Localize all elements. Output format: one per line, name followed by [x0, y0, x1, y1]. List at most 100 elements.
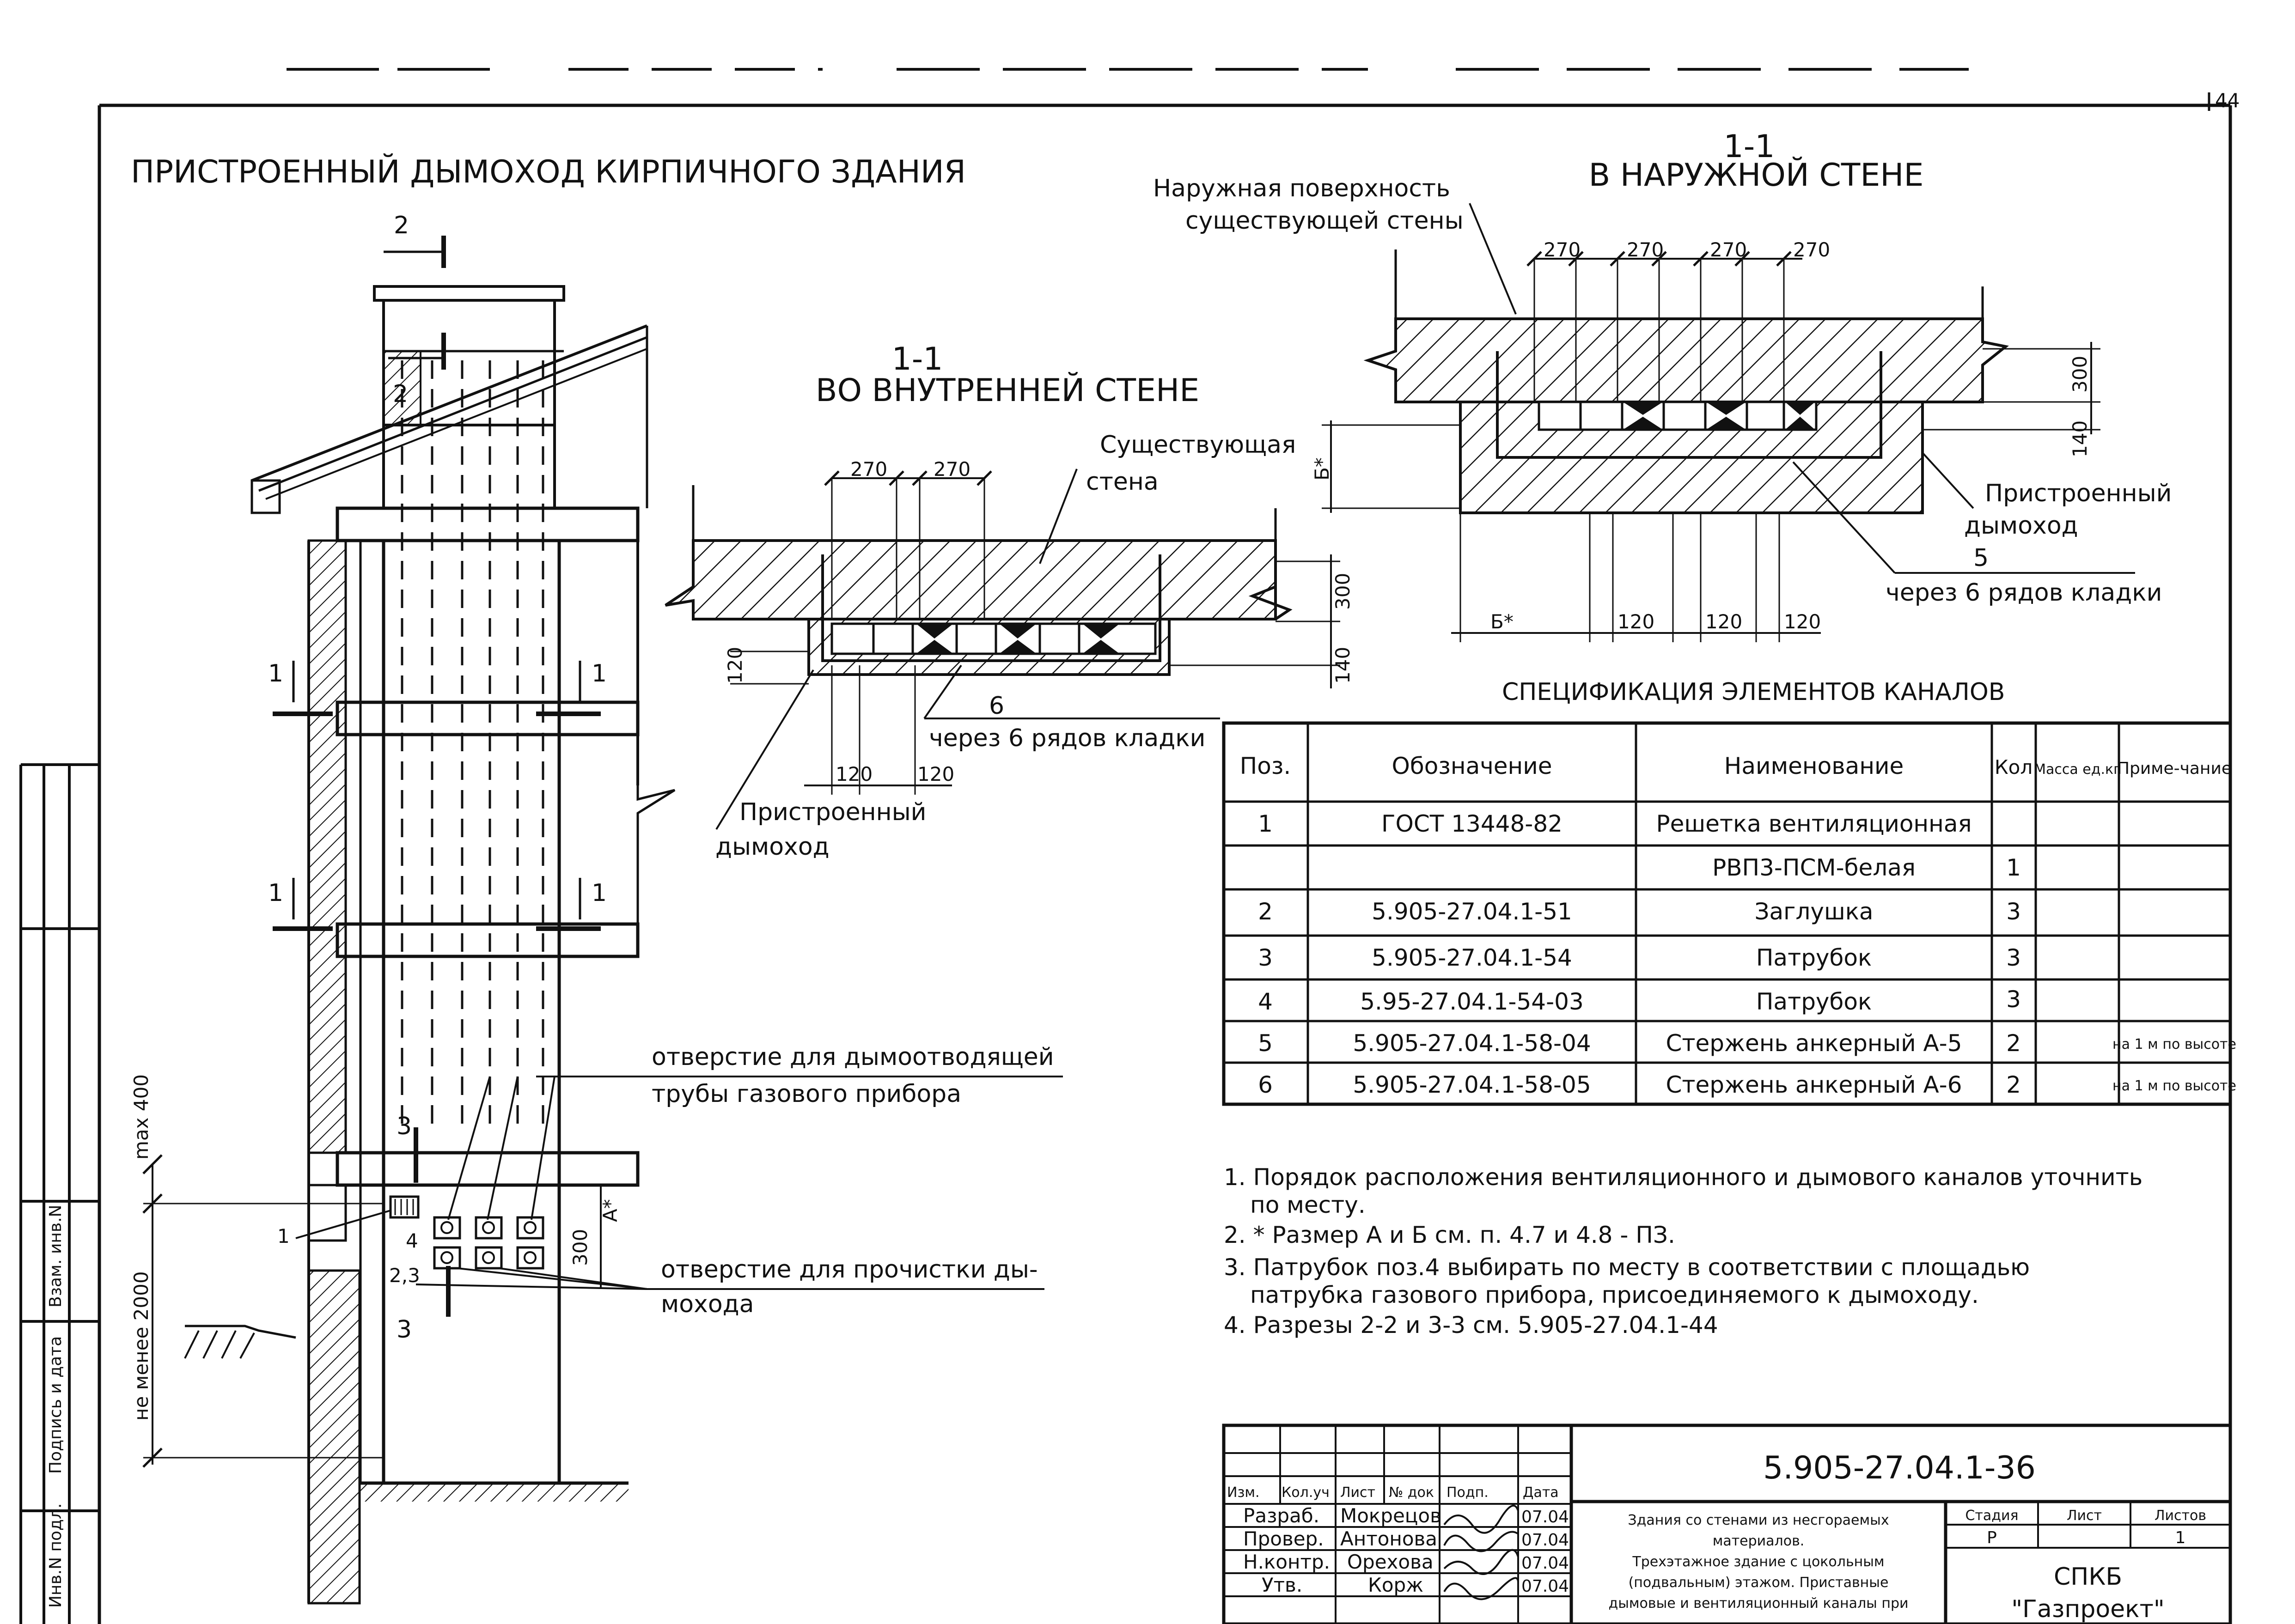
tb-h-podp: Подп. [1447, 1484, 1489, 1501]
roof-line [251, 324, 648, 482]
inner-label-6: 6 [989, 692, 1004, 720]
spec-r5-qty: 2 [2006, 1030, 2021, 1057]
spec-r3-qty: 3 [2006, 944, 2021, 971]
label-clean-hole-1: отверстие для прочистки ды- [661, 1256, 1038, 1283]
tb-sheet-label: Лист [2067, 1508, 2102, 1524]
spec-r2-qty: 3 [2006, 898, 2021, 925]
note-3a: 3. Патрубок поз.4 выбирать по месту в со… [1224, 1254, 2030, 1281]
tb-desc-2: Трехэтажное здание с цокольным [1632, 1554, 1884, 1570]
dim-A: А* [599, 1199, 622, 1222]
inner-dim-140: 140 [1331, 647, 1354, 684]
margin-inv-orig: Инв.N подл. [46, 1503, 65, 1608]
tb-sheets-value: 1 [2175, 1528, 2186, 1547]
tb-desc-4: дымовые и вентиляционный каналы при [1608, 1595, 1908, 1612]
outer-surface-1: Наружная поверхность [1153, 175, 1450, 202]
cut-3-top: 3 [397, 1113, 412, 1140]
outer-dim-B-side: Б* [1311, 457, 1333, 481]
spec-r2-code: 5.905-27.04.1-51 [1372, 898, 1572, 925]
ground-hatch [360, 1483, 629, 1502]
inner-label-rows: через 6 рядов кладки [929, 724, 1205, 752]
dim-300-elev: 300 [569, 1229, 592, 1266]
spec-r2-name: Заглушка [1754, 898, 1873, 925]
label-clean-hole-2: мохода [661, 1290, 754, 1318]
spec-r5-name: Стержень анкерный А-5 [1666, 1030, 1962, 1057]
label-smoke-hole-1: отверстие для дымоотводящей [652, 1043, 1054, 1071]
spec-r1-name: РВП3-ПСМ-белая [1712, 854, 1916, 881]
cut-1-right-a: 1 [592, 660, 607, 687]
note-4: 4. Разрезы 2-2 и 3-3 см. 5.905-27.04.1-4… [1224, 1312, 1718, 1338]
spec-r6-code: 5.905-27.04.1-58-05 [1353, 1071, 1591, 1098]
spec-r4-name: Патрубок [1756, 988, 1872, 1015]
tb-date-0: 07.04 [1521, 1508, 1569, 1527]
outer-dim-300: 300 [2069, 356, 2091, 393]
spec-r5-code: 5.905-27.04.1-58-04 [1353, 1030, 1591, 1057]
chimney-cap [373, 285, 565, 302]
slab-top [336, 506, 640, 542]
tb-date-2: 07.04 [1521, 1554, 1569, 1573]
outer-dim-top-4: 270 [1793, 238, 1830, 261]
title-block: Изм. Кол.уч Лист № док Подп. Дата Разраб… [1222, 1423, 2232, 1624]
inner-dim-120b: 120 [917, 763, 954, 785]
spec-table: СПЕЦИФИКАЦИЯ ЭЛЕМЕНТОВ КАНАЛОВ Поз. Обоз… [1222, 678, 2236, 1106]
note-1a: 1. Порядок расположения вентиляционного … [1224, 1164, 2142, 1191]
signatures [1443, 1504, 1519, 1600]
outer-title-num: 1-1 [1723, 128, 1775, 165]
inner-existing-1: Существующая [1100, 431, 1296, 459]
tb-desc-3: (подвальным) этажом. Приставные [1629, 1575, 1889, 1591]
tb-desc-0: Здания со стенами из несгораемых [1628, 1512, 1889, 1528]
pos-1: 1 [277, 1225, 290, 1247]
cut-1-left-a: 1 [268, 660, 283, 687]
cut-3-bottom: 3 [397, 1316, 412, 1344]
margin-stamp [19, 763, 99, 1624]
spec-h-note: Приме-чание [2117, 759, 2232, 778]
inner-dim-120c: 120 [724, 647, 746, 684]
tb-stage-value: Р [1987, 1528, 1997, 1547]
outer-wall-band [1363, 317, 2009, 403]
tb-doc-code: 5.905-27.04.1-36 [1763, 1450, 2036, 1486]
pos-4: 4 [406, 1229, 418, 1252]
pos-23: 2,3 [389, 1264, 420, 1287]
outer-surface-2: существующей стены [1185, 207, 1464, 235]
outer-dim-bot-1: 120 [1617, 610, 1654, 633]
main-title: ПРИСТРОЕННЫЙ ДЫМОХОД КИРПИЧНОГО ЗДАНИЯ [131, 153, 966, 190]
spec-h-pos: Поз. [1240, 753, 1291, 779]
tb-name-0: Мокрецов [1340, 1504, 1441, 1527]
dim-min2000: не менее 2000 [130, 1271, 153, 1421]
tb-name-1: Антонова [1340, 1527, 1437, 1550]
tb-h-kolich: Кол.уч [1282, 1484, 1330, 1501]
inner-dim-270b: 270 [934, 458, 970, 481]
tb-name-3: Корж [1368, 1574, 1423, 1596]
outer-dim-bot-2: 120 [1705, 610, 1742, 633]
inner-title: ВО ВНУТРЕННЕЙ СТЕНЕ [816, 372, 1199, 409]
tb-role-0: Разраб. [1243, 1504, 1319, 1527]
outer-title: В НАРУЖНОЙ СТЕНЕ [1589, 157, 1924, 194]
outer-dim-140: 140 [2069, 420, 2091, 457]
tb-role-1: Провер. [1243, 1527, 1324, 1550]
spec-r4-pos: 4 [1258, 988, 1273, 1015]
cut-1-right-b: 1 [592, 879, 607, 907]
spec-r6-name: Стержень анкерный А-6 [1666, 1071, 1962, 1098]
elevation-view: 2 2 1 1 1 1 3 3 [130, 212, 1063, 1605]
inner-existing-2: стена [1086, 468, 1159, 496]
spec-h-name: Наименование [1724, 753, 1904, 779]
tb-date-1: 07.04 [1521, 1531, 1569, 1550]
spec-r6-note: на 1 м по высоте [2112, 1078, 2236, 1094]
spec-title: СПЕЦИФИКАЦИЯ ЭЛЕМЕНТОВ КАНАЛОВ [1502, 678, 2005, 706]
spec-r5-note: на 1 м по высоте [2112, 1036, 2236, 1052]
wall-hatch-upper [307, 539, 347, 1154]
page-number-box: 44 [2208, 89, 2240, 112]
tb-role-2: Н.контр. [1243, 1551, 1330, 1573]
inner-wall-band [665, 539, 1277, 620]
vent-grille [389, 1195, 420, 1219]
spec-r3-name: Патрубок [1756, 944, 1872, 971]
spec-r0-name: Решетка вентиляционная [1656, 810, 1972, 837]
wall-hatch-lower [307, 1269, 361, 1605]
spec-r1-qty: 1 [2006, 854, 2021, 881]
outer-dim-top-2: 270 [1627, 238, 1664, 261]
note-1b: по месту. [1250, 1192, 1366, 1218]
outer-label-rows: через 6 рядов кладки [1886, 579, 2162, 607]
inner-dim-120a: 120 [836, 763, 873, 785]
inner-title-num: 1-1 [891, 341, 943, 377]
tb-org-1: СПКБ [2054, 1563, 2122, 1591]
